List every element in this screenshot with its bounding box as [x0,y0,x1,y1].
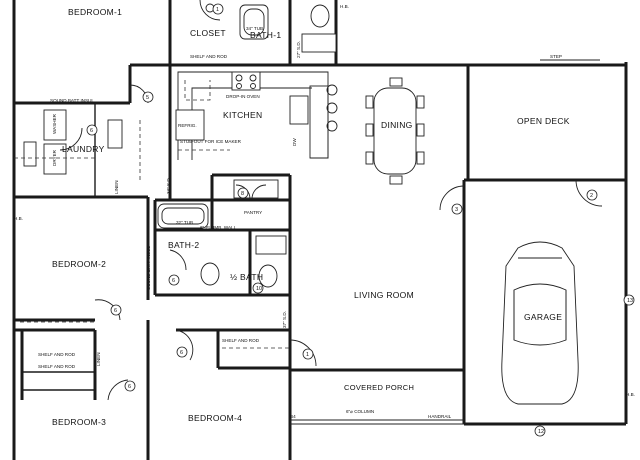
shelf-rod-hall-note: SHELF AND ROD [222,338,260,343]
sd-note: 34" S.D. [166,177,171,194]
washer-note: WASHER [52,113,57,134]
tag-3: 3 [455,207,458,213]
drop-in-oven-note: DROP-IN OVEN [226,94,260,99]
hb1-note: H.B. [340,4,349,9]
dining-table [365,77,425,185]
bedroom3-label: BEDROOM-3 [52,417,106,427]
half-bath-label: ½ BATH [230,272,263,282]
tag-6a: 6 [90,128,93,134]
linen1-note: LINEN [114,180,119,194]
laundry-appliances [23,109,123,175]
cooktop [231,71,261,91]
bedroom2-label: BEDROOM-2 [52,259,106,269]
sd-closet-note: 27" S.D. [296,41,301,58]
bath2-fixtures [157,179,287,288]
bath1-label: BATH-1 [250,30,281,40]
bath1-fixtures [205,3,337,53]
tag-5: 5 [146,95,149,101]
kitchen-sink [289,95,309,125]
small-notes: SOUND BATT INSUL DROP-IN OVEN REFRIG. ST… [14,4,635,419]
room-labels: BEDROOM-1 CLOSET BATH-1 KITCHEN DINING O… [52,7,570,427]
tag-12: 12 [538,429,544,435]
bedroom1-label: BEDROOM-1 [68,7,122,17]
dashed-lines [14,80,290,349]
laundry-label: LAUNDRY [62,144,105,154]
tag-6e: 6 [128,384,131,390]
tag-6d: 6 [180,350,183,356]
covered-porch-label: COVERED PORCH [344,383,414,392]
dw-note: DW [292,138,297,146]
dryer-note: DRYER [52,149,57,166]
tag-6c: 6 [114,308,117,314]
garage-label: GARAGE [524,312,562,322]
tub-32-note: 32" TUB [176,220,193,225]
tag-1b: 1 [216,7,219,13]
handrail-note: HANDRAIL [428,414,452,419]
sd-lr-note: 37" S.D. [282,311,287,328]
sound-batt-note: SOUND BATT INSUL [50,98,94,103]
closet-label: CLOSET [190,28,226,38]
shelf-rod-b3b-note: SHELF AND ROD [38,364,76,369]
tag-13: 13 [627,298,633,304]
b4-note: B4 [290,414,296,419]
tag-2: 2 [590,193,593,199]
exterior-walls [12,0,628,460]
sound-batt-bath-note: SOUND BATT INSUL [146,246,151,290]
refrig-note: REFRIG. [178,123,197,128]
kitchen-counters [175,71,338,160]
open-deck-label: OPEN DECK [517,116,570,126]
tag-10: 10 [256,286,262,292]
interior-walls [14,63,292,460]
tub-34-note: 34" TUB [246,26,263,31]
door-swings [59,0,603,401]
hb2-note: H.B. [14,216,23,221]
living-room-label: LIVING ROOM [354,290,414,300]
linen2-note: LINEN [96,352,101,366]
dining-label: DINING [381,120,413,130]
car [501,241,579,405]
shelf-rod-closet-note: SHELF AND ROD [190,54,228,59]
tag-8: 8 [241,191,244,197]
tag-6b: 6 [172,278,175,284]
hb3-note: H.B. [626,392,635,397]
column-note: 6"⌀ COLUMN [346,409,374,414]
step-note: STEP [550,54,562,59]
stub-out-note: STUB-OUT FOR ICE MAKER [180,139,242,144]
tag-1: 1 [306,352,309,358]
pantry-note: PANTRY [244,210,262,215]
refrigerator [175,109,205,141]
bath2-label: BATH-2 [168,240,199,250]
plumb-wall-note: 6" PLUMB. WALL [200,225,237,230]
bedroom4-label: BEDROOM-4 [188,413,242,423]
kitchen-label: KITCHEN [223,110,262,120]
door-tags: 5 6 6 6 6 6 8 1 3 2 13 12 1 10 [86,3,635,437]
shelf-rod-b3a-note: SHELF AND ROD [38,352,76,357]
